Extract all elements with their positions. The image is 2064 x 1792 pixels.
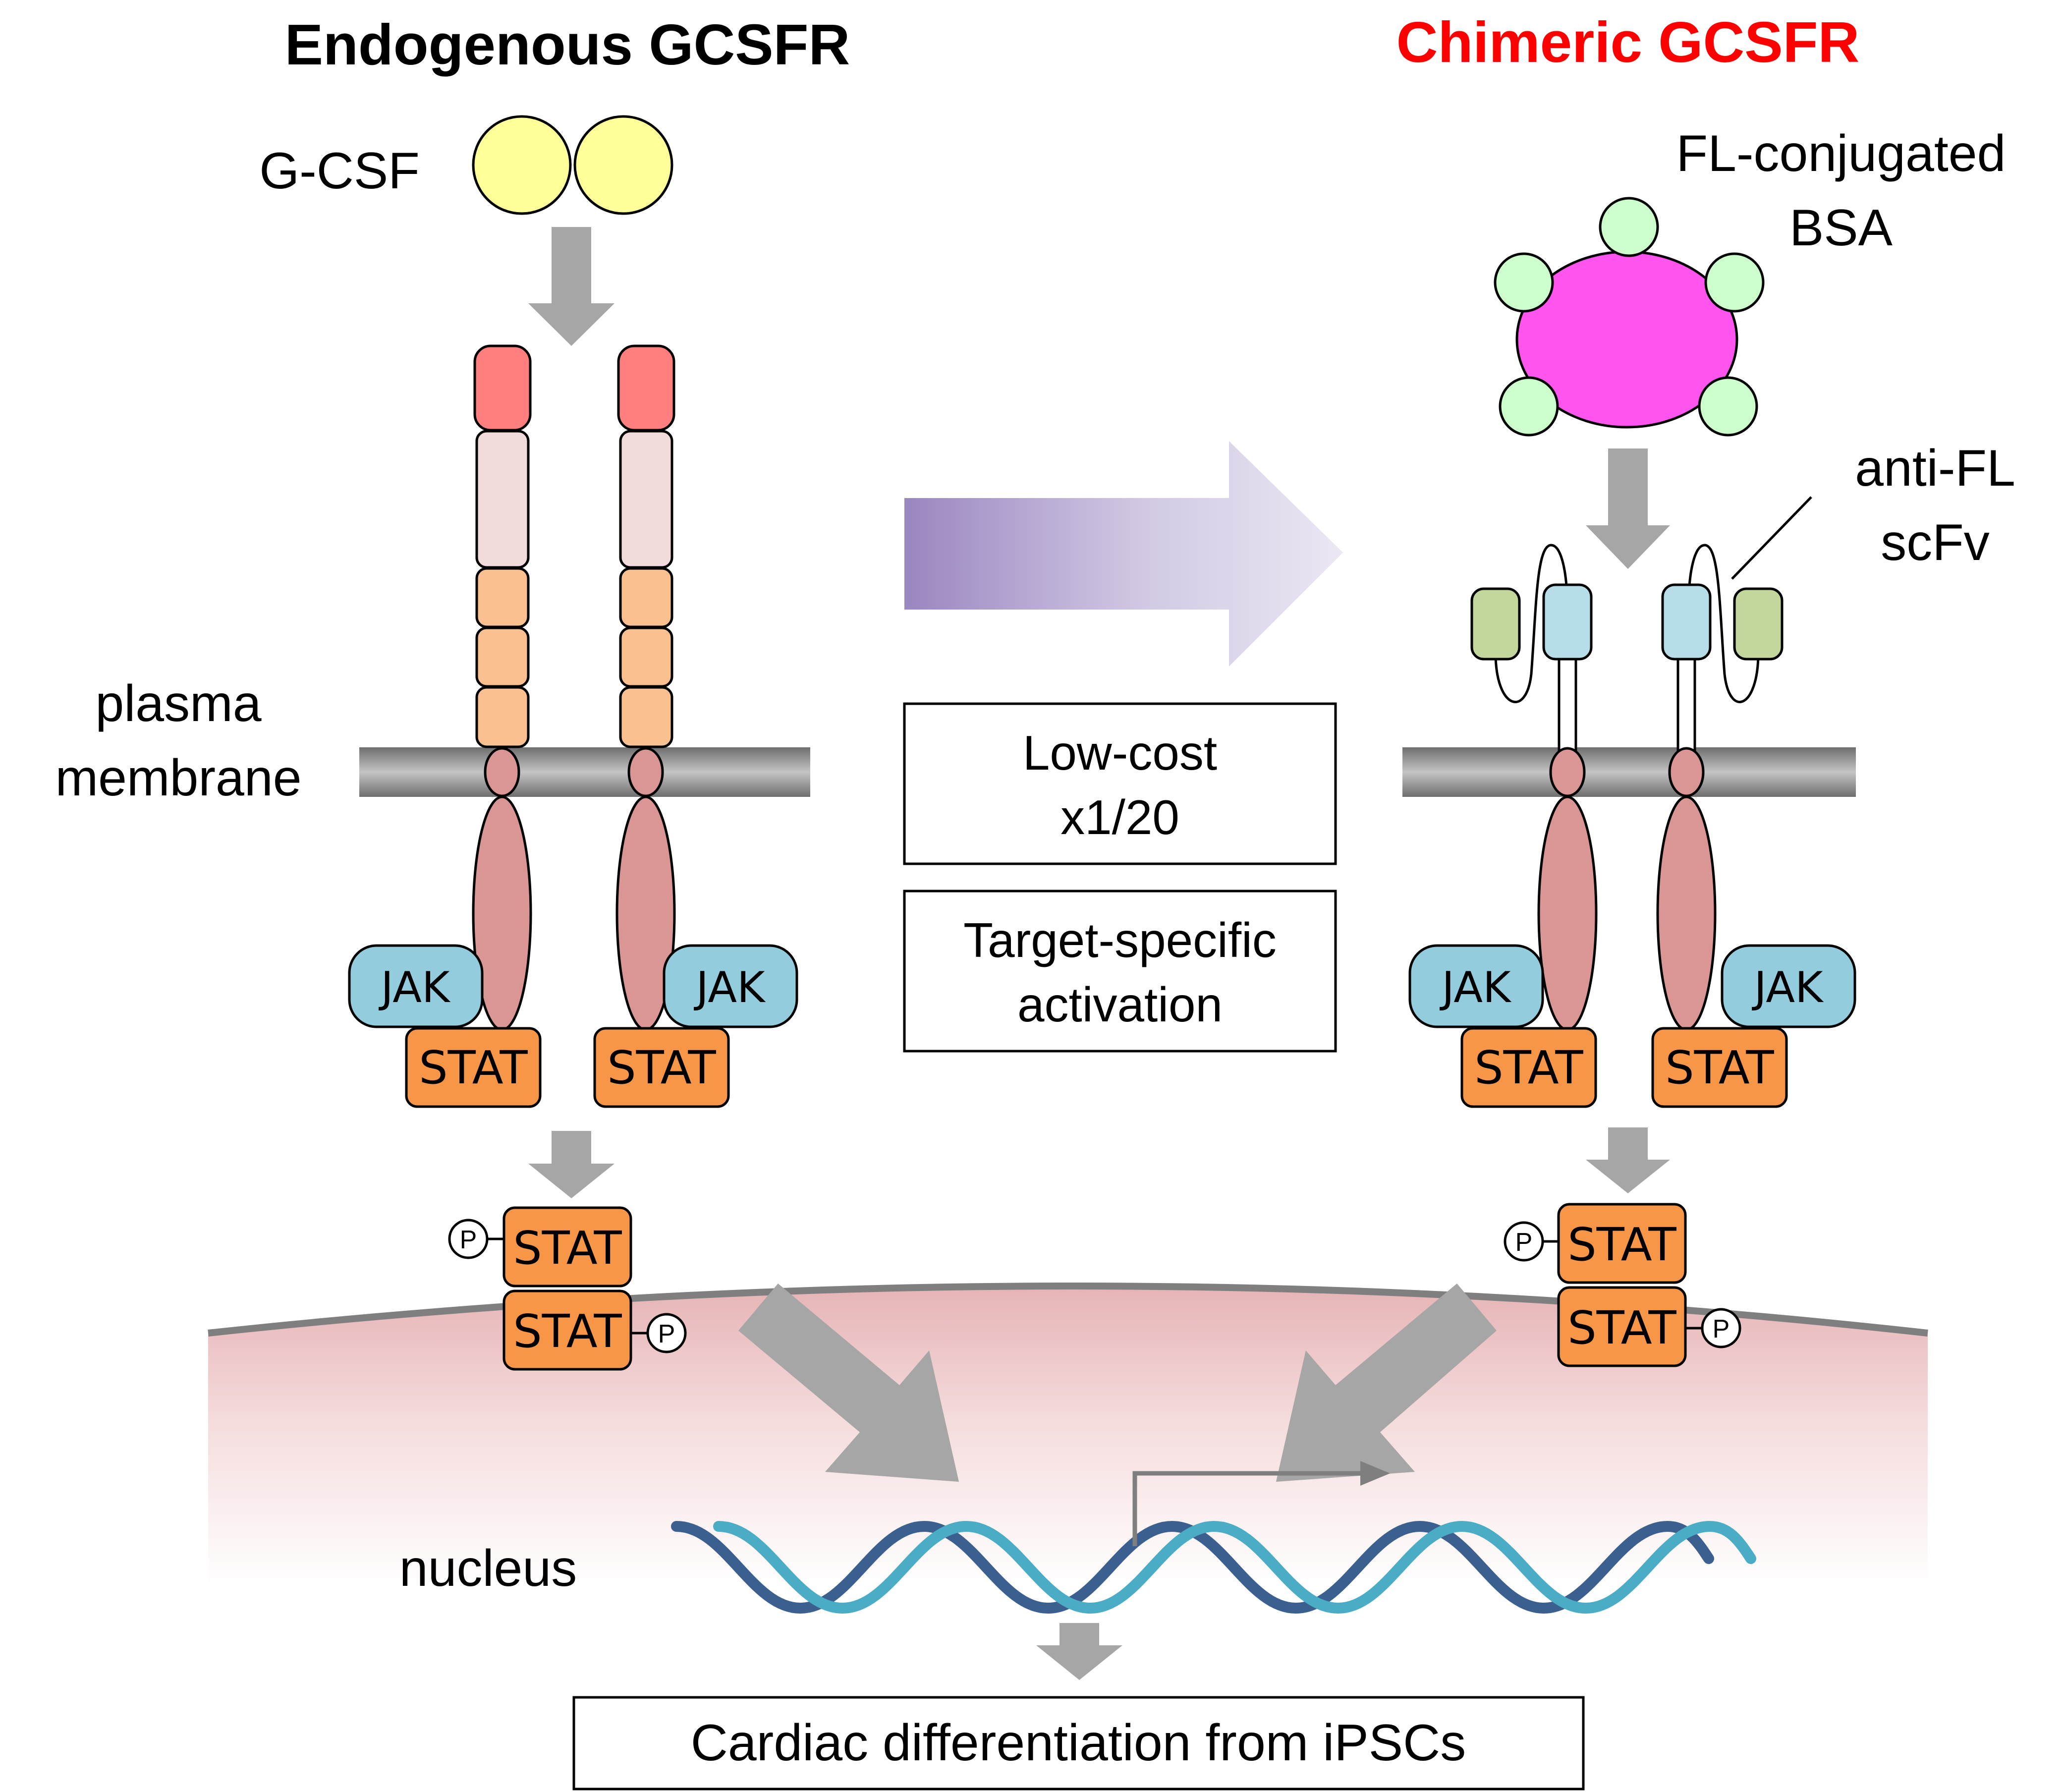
fl-bsa-label-line2: BSA <box>1789 199 1893 257</box>
stat-label: STAT <box>1567 1301 1676 1354</box>
chimeric-receptor-1 <box>1470 544 1598 1031</box>
receptor-orange-domain <box>619 567 673 628</box>
target-specific-line2: activation <box>1017 977 1223 1032</box>
phosphate-icon <box>646 1313 687 1353</box>
arrow-left-into-nucleus <box>738 1284 959 1482</box>
phosphate-label: P <box>658 1320 675 1348</box>
intracellular-domain <box>1537 795 1598 1031</box>
scfv-vh-domain <box>1542 583 1593 661</box>
left-stat-1: STAT <box>405 1027 542 1108</box>
jak-label: JAK <box>1751 963 1824 1012</box>
transmembrane-domain <box>484 747 520 797</box>
left-stat-2: STAT <box>593 1027 730 1108</box>
scfv-vh-domain <box>1661 583 1712 661</box>
transmembrane-domain <box>1668 747 1705 797</box>
receptor-tip-domain <box>473 344 532 432</box>
arrow-bsa-down <box>1586 448 1670 569</box>
receptor-orange-domain <box>475 567 530 628</box>
endogenous-title: Endogenous GCSFR <box>285 12 850 77</box>
fl-molecule <box>1704 252 1765 313</box>
left-jak-1: JAK <box>348 944 484 1028</box>
receptor-tip-domain <box>617 344 675 432</box>
low-cost-box: Low-cost x1/20 <box>903 702 1337 865</box>
stat-label: STAT <box>607 1041 716 1094</box>
scfv-vl-domain <box>1470 587 1521 661</box>
receptor-pale-domain <box>619 430 673 569</box>
dna-double-helix <box>671 1520 1756 1614</box>
phosphate-icon <box>448 1219 489 1259</box>
arrow-right-into-nucleus <box>1276 1284 1497 1482</box>
scfv-vl-domain <box>1733 587 1784 661</box>
receptor-orange-domain <box>475 626 530 688</box>
outcome-box: Cardiac differentiation from iPSCs <box>572 1696 1585 1791</box>
stat-label: STAT <box>1567 1218 1676 1271</box>
jak-label: JAK <box>693 963 766 1012</box>
right-jak-1: JAK <box>1408 944 1544 1028</box>
chimeric-title: Chimeric GCSFR <box>1396 10 1860 74</box>
left-jak-2: JAK <box>663 944 798 1028</box>
stat-label: STAT <box>1474 1041 1583 1094</box>
receptor-orange-domain <box>475 686 530 748</box>
low-cost-line2: x1/20 <box>1060 790 1179 844</box>
fl-molecule <box>1494 252 1554 313</box>
transmembrane-domain <box>1549 747 1586 797</box>
phosphate-label: P <box>460 1226 477 1254</box>
phosphate-icon <box>1504 1221 1544 1262</box>
transmembrane-domain <box>627 747 664 797</box>
left-pstat-dimer: STAT STAT P P <box>448 1206 687 1371</box>
fl-bsa-label-line1: FL-conjugated <box>1676 125 2006 182</box>
right-stat-1: STAT <box>1460 1027 1597 1108</box>
arrow-left-to-pstat <box>528 1131 614 1198</box>
stat-label: STAT <box>419 1041 528 1094</box>
gcsf-ligand <box>472 115 673 215</box>
stat-label: STAT <box>1665 1041 1774 1094</box>
chimeric-receptor-2 <box>1656 544 1784 1031</box>
phosphate-icon <box>1701 1308 1741 1348</box>
receptor-orange-domain <box>619 626 673 688</box>
endogenous-receptor-2 <box>615 344 676 1031</box>
target-specific-line1: Target-specific <box>963 913 1277 967</box>
gcsf-label: G-CSF <box>259 142 420 200</box>
fl-molecule <box>1698 376 1758 437</box>
scfv-linker <box>1494 544 1568 703</box>
fl-molecule <box>1599 197 1659 257</box>
arrow-right-to-pstat <box>1586 1127 1670 1193</box>
phosphate-label: P <box>1515 1228 1533 1257</box>
scfv-label-line1: anti-FL <box>1855 440 2015 497</box>
stalk <box>1558 658 1577 752</box>
phosphate-label: P <box>1713 1315 1730 1344</box>
stat-label: STAT <box>513 1305 622 1358</box>
right-stat-2: STAT <box>1651 1027 1788 1108</box>
transcription-start-arrow <box>1132 1461 1390 1546</box>
scfv-linker <box>1687 544 1760 703</box>
outcome-text: Cardiac differentiation from iPSCs <box>691 1714 1466 1772</box>
receptor-orange-domain <box>619 686 673 748</box>
fl-conjugated-bsa <box>1494 197 1765 437</box>
endogenous-receptor-1 <box>472 344 532 1031</box>
target-specific-box: Target-specific activation <box>903 890 1337 1053</box>
right-jak-2: JAK <box>1721 944 1856 1028</box>
stalk <box>1676 658 1696 752</box>
jak-label: JAK <box>1439 963 1512 1012</box>
membrane-label-line2: membrane <box>55 749 301 807</box>
arrow-gcsf-down <box>528 227 614 346</box>
dna-strand-light <box>713 1520 1756 1614</box>
low-cost-line1: Low-cost <box>1023 726 1217 780</box>
intracellular-domain <box>1656 795 1717 1031</box>
jak-label: JAK <box>378 963 451 1012</box>
right-plasma-membrane <box>1402 747 1856 797</box>
scfv-label-line2: scFv <box>1881 514 1990 571</box>
scfv-pointer-line <box>1731 496 1812 580</box>
membrane-label-line1: plasma <box>95 675 261 732</box>
right-pstat-dimer: STAT STAT P P <box>1504 1203 1741 1367</box>
arrow-to-outcome <box>1036 1623 1122 1680</box>
left-plasma-membrane <box>359 747 810 797</box>
transition-arrow <box>904 441 1343 667</box>
stat-label: STAT <box>513 1222 622 1275</box>
fl-molecule <box>1499 376 1559 437</box>
receptor-pale-domain <box>475 430 530 569</box>
nucleus-label: nucleus <box>399 1540 577 1597</box>
nucleus-interior <box>208 1286 1928 1586</box>
